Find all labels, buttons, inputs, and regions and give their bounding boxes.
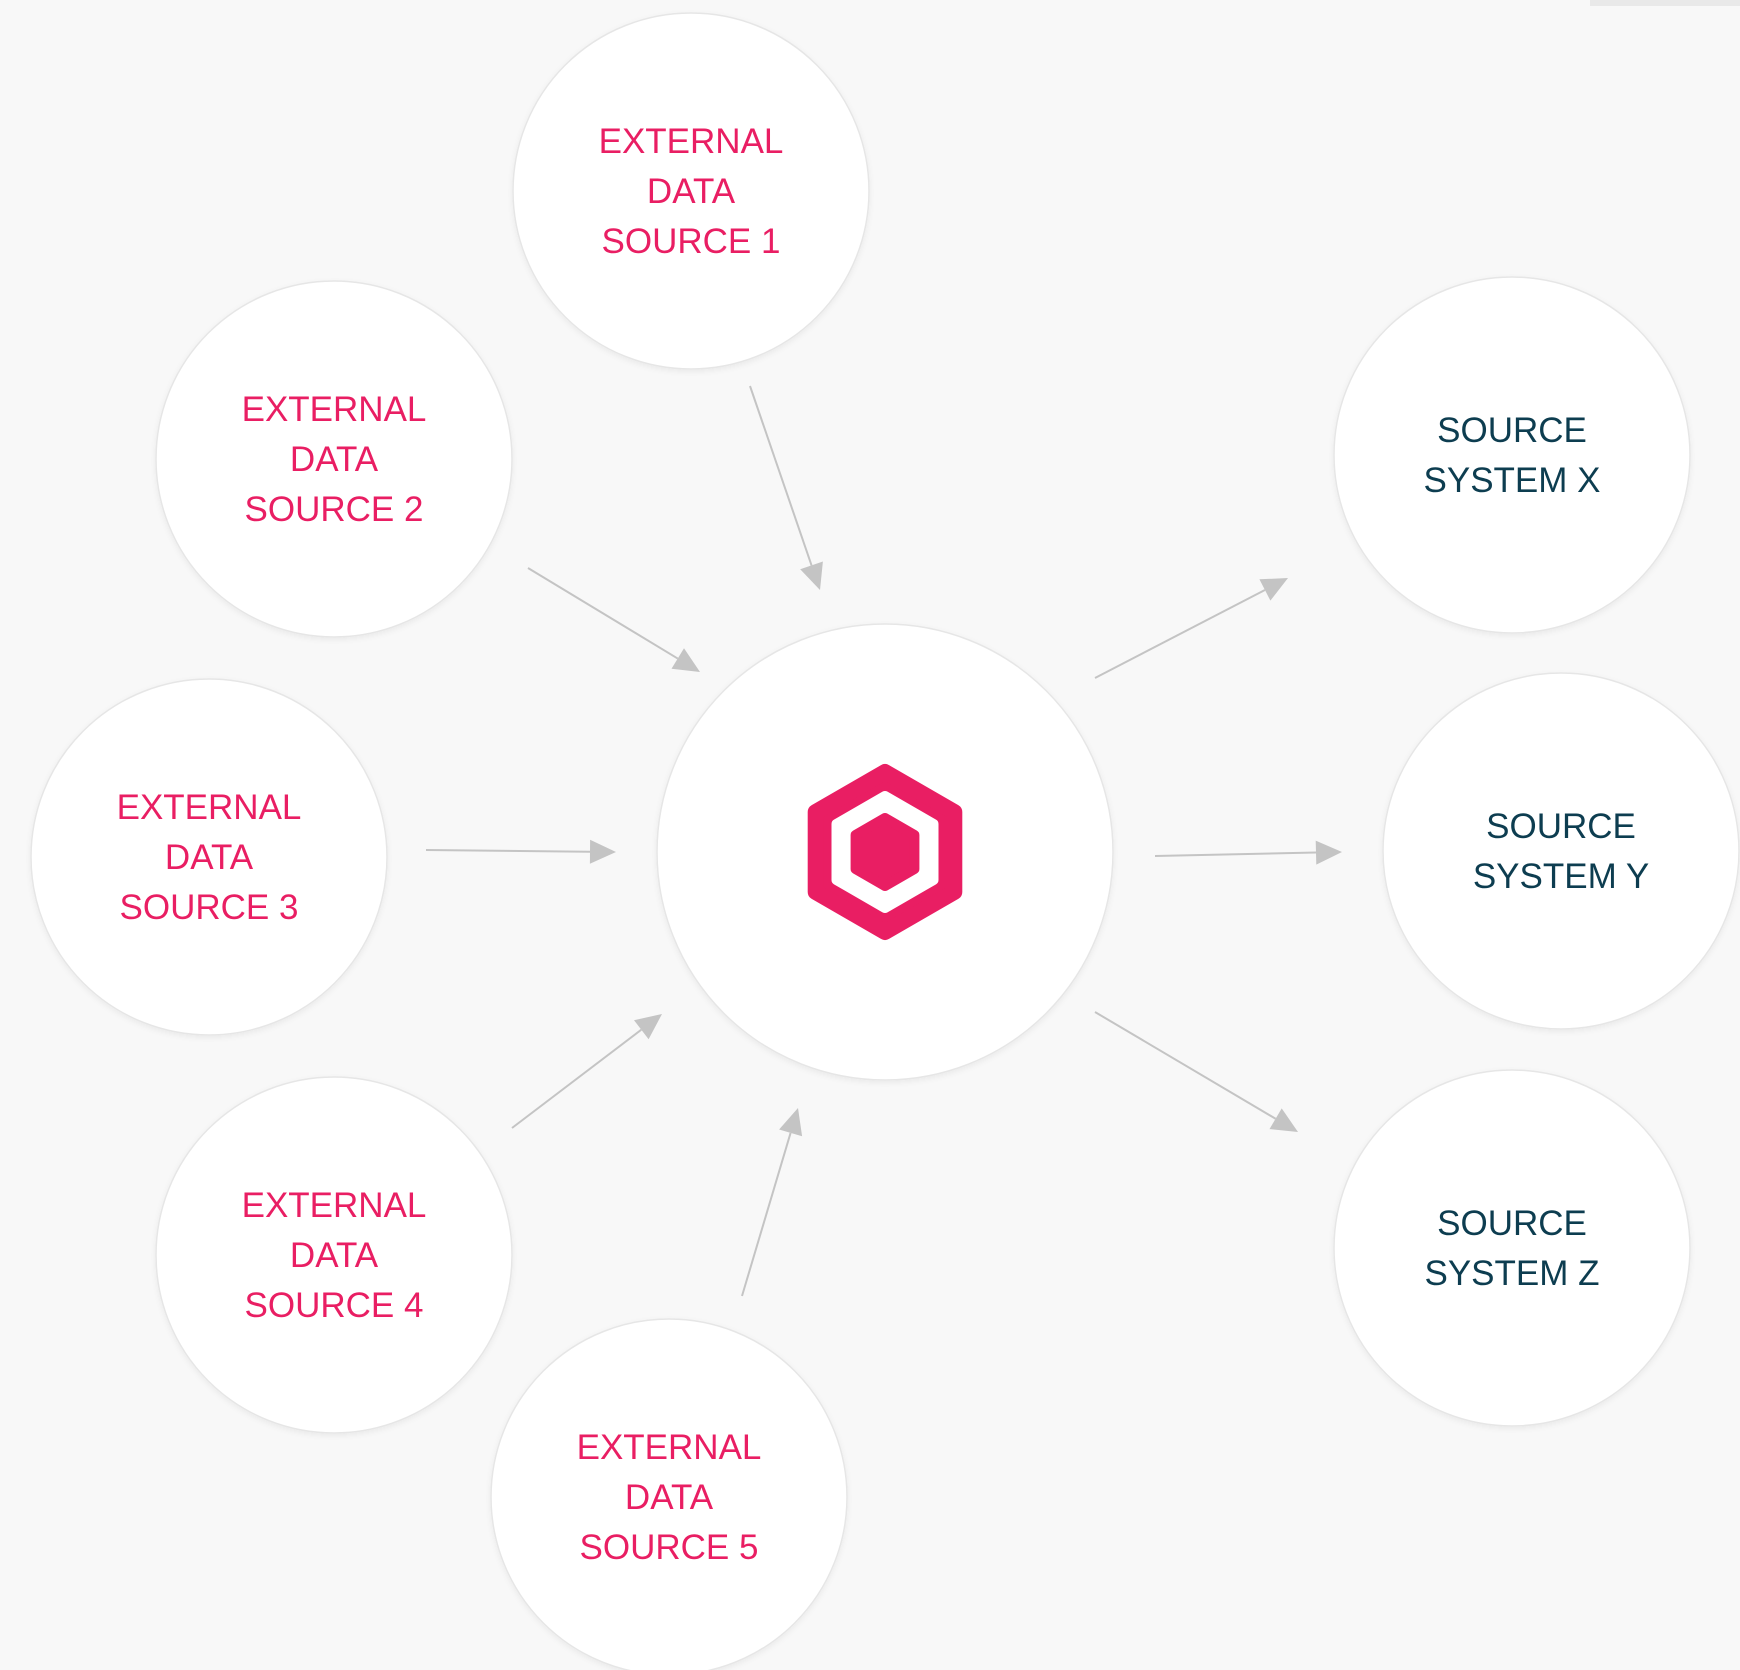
source-node-5: EXTERNAL DATA SOURCE 5 (490, 1318, 848, 1670)
target-node-system-z: SOURCE SYSTEM Z (1333, 1069, 1691, 1427)
source-node-3: EXTERNAL DATA SOURCE 3 (30, 678, 388, 1036)
hexagon-logo-icon (807, 764, 963, 940)
arrow-source-1-to-hub-arrowhead (800, 561, 823, 590)
arrow-hub-to-system-x-line (1094, 589, 1266, 679)
source-node-4-circle (155, 1076, 513, 1434)
source-node-5-circle (490, 1318, 848, 1670)
source-node-5-label-line-3: SOURCE 5 (580, 1528, 759, 1567)
source-node-4: EXTERNAL DATA SOURCE 4 (155, 1076, 513, 1434)
source-node-5-label-line-2: DATA (625, 1478, 714, 1517)
target-node-system-y-label-line-2: SYSTEM Y (1473, 857, 1649, 896)
arrow-source-2-to-hub-arrowhead (671, 648, 700, 672)
target-node-system-y-circle (1382, 672, 1740, 1030)
arrow-hub-to-system-y (1154, 840, 1342, 865)
target-node-system-z-circle (1333, 1069, 1691, 1427)
corner-tab (1590, 0, 1740, 6)
arrow-source-3-to-hub-line (425, 849, 591, 853)
source-node-2: EXTERNAL DATA SOURCE 2 (155, 280, 513, 638)
target-node-system-y-label-line-1: SOURCE (1486, 807, 1636, 846)
arrow-hub-to-system-x-arrowhead (1259, 578, 1288, 601)
source-node-2-label-line-3: SOURCE 2 (245, 490, 424, 529)
arrow-hub-to-system-y-arrowhead (1315, 840, 1342, 865)
hexagon-inner-shape (850, 813, 920, 891)
arrow-hub-to-system-x (1094, 578, 1288, 679)
arrow-hub-to-system-z-arrowhead (1269, 1108, 1298, 1132)
source-node-2-label-line-1: EXTERNAL (242, 390, 427, 429)
hub (656, 623, 1114, 1081)
source-node-4-label-line-3: SOURCE 4 (245, 1286, 424, 1325)
source-node-3-label-line-2: DATA (165, 838, 254, 877)
arrow-source-4-to-hub-arrowhead (634, 1014, 662, 1040)
source-node-4-label-line-1: EXTERNAL (242, 1186, 427, 1225)
source-node-3-circle (30, 678, 388, 1036)
source-node-1-label-line-2: DATA (647, 172, 736, 211)
source-node-3-label-line-1: EXTERNAL (117, 788, 302, 827)
source-node-1-label-line-1: EXTERNAL (599, 122, 784, 161)
source-node-2-label-line-2: DATA (290, 440, 379, 479)
source-node-1: EXTERNAL DATA SOURCE 1 (512, 12, 870, 370)
connectors (425, 385, 1342, 1297)
arrow-source-1-to-hub (749, 385, 823, 590)
arrow-hub-to-system-z (1094, 1011, 1298, 1132)
target-node-system-x-circle (1333, 276, 1691, 634)
target-node-system-z-label-line-1: SOURCE (1437, 1204, 1587, 1243)
arrow-hub-to-system-y-line (1154, 851, 1317, 857)
arrow-source-1-to-hub-line (749, 385, 813, 566)
source-node-2-circle (155, 280, 513, 638)
arrow-source-2-to-hub (527, 567, 700, 672)
arrow-source-5-to-hub-line (741, 1132, 792, 1297)
source-node-1-label-line-3: SOURCE 1 (602, 222, 781, 261)
arrow-source-2-to-hub-line (527, 567, 679, 660)
target-node-system-z-label-line-2: SYSTEM Z (1424, 1254, 1599, 1293)
arrow-source-4-to-hub-line (511, 1028, 642, 1129)
source-node-1-circle (512, 12, 870, 370)
arrow-hub-to-system-z-line (1094, 1011, 1277, 1120)
source-node-3-label-line-3: SOURCE 3 (120, 888, 299, 927)
source-node-4-label-line-2: DATA (290, 1236, 379, 1275)
target-node-system-x-label-line-1: SOURCE (1437, 411, 1587, 450)
target-node-system-x-label-line-2: SYSTEM X (1424, 461, 1601, 500)
nodes: EXTERNAL DATA SOURCE 1 EXTERNAL DATA SOURCE 2… (30, 12, 1740, 1670)
source-node-5-label-line-1: EXTERNAL (577, 1428, 762, 1467)
target-node-system-y: SOURCE SYSTEM Y (1382, 672, 1740, 1030)
arrow-source-4-to-hub (511, 1014, 662, 1129)
arrow-source-3-to-hub (425, 839, 616, 864)
arrow-source-3-to-hub-arrowhead (589, 839, 616, 864)
target-node-system-x: SOURCE SYSTEM X (1333, 276, 1691, 634)
arrow-source-5-to-hub (741, 1108, 803, 1297)
arrow-source-5-to-hub-arrowhead (779, 1108, 803, 1137)
